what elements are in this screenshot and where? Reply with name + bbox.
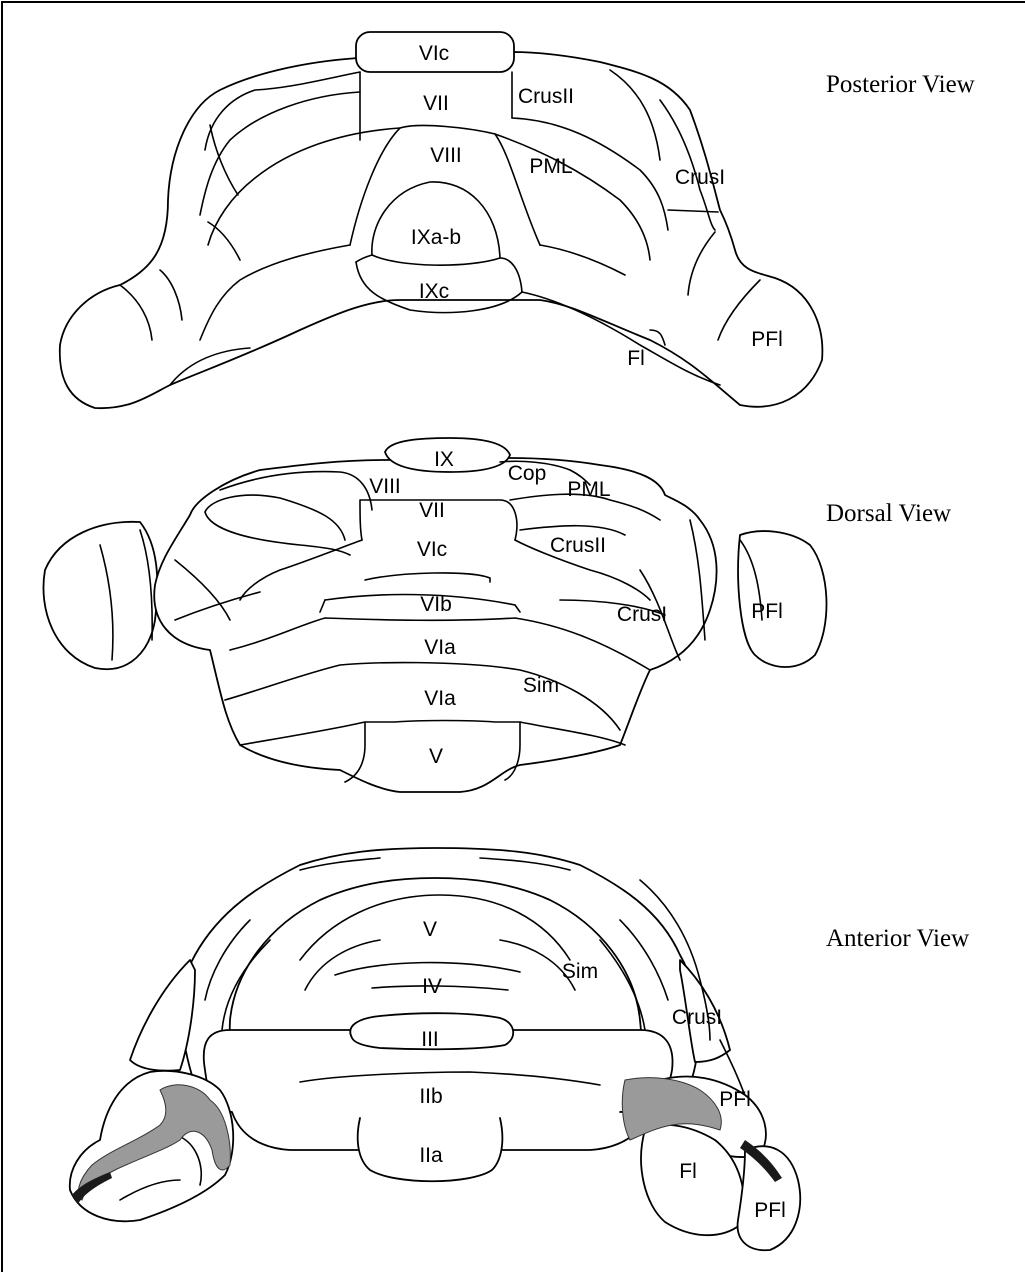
label-dorsal-crusi: CrusI <box>617 603 667 626</box>
label-dorsal-viii: VIII <box>369 475 401 498</box>
anterior-view-title: Anterior View <box>826 925 969 952</box>
label-dorsal-vib: VIb <box>420 593 452 616</box>
label-posterior-ixc: IXc <box>419 280 449 303</box>
label-dorsal-via-lower: VIa <box>424 687 456 710</box>
label-dorsal-vic: VIc <box>417 538 447 561</box>
label-anterior-iib: IIb <box>419 1085 442 1108</box>
label-posterior-pml: PML <box>529 155 572 178</box>
label-posterior-pfl: PFl <box>751 328 783 351</box>
label-dorsal-cop: Cop <box>508 462 547 485</box>
label-dorsal-ix: IX <box>434 448 454 471</box>
label-posterior-viii: VIII <box>430 144 462 167</box>
label-posterior-ixab: IXa-b <box>411 226 461 249</box>
label-anterior-pfl-upper: PFl <box>719 1088 751 1111</box>
label-dorsal-vii: VII <box>419 499 445 522</box>
label-anterior-sim: Sim <box>562 960 598 983</box>
label-posterior-vii: VII <box>423 92 449 115</box>
dorsal-left-pfl <box>43 522 157 669</box>
label-anterior-iv: IV <box>422 975 442 998</box>
label-anterior-v: V <box>423 918 437 941</box>
label-dorsal-pfl: PFl <box>751 600 783 623</box>
label-anterior-fl: Fl <box>679 1160 697 1183</box>
label-dorsal-sim: Sim <box>523 674 559 697</box>
label-anterior-iii: III <box>421 1028 439 1051</box>
label-dorsal-crusii: CrusII <box>550 534 606 557</box>
label-anterior-iia: IIa <box>419 1144 443 1167</box>
label-dorsal-pml: PML <box>567 478 610 501</box>
posterior-view: VIc VII CrusII VIII PML CrusI IXa-b IXc … <box>60 32 975 408</box>
label-posterior-vic: VIc <box>419 42 449 65</box>
label-posterior-crusii: CrusII <box>518 85 574 108</box>
posterior-view-title: Posterior View <box>826 71 975 98</box>
label-anterior-crusi: CrusI <box>672 1006 722 1029</box>
label-posterior-fl: Fl <box>627 347 645 370</box>
anterior-left-fin <box>130 960 195 1071</box>
label-dorsal-via-upper: VIa <box>424 636 456 659</box>
anterior-view: V Sim IV CrusI III IIb PFl IIa Fl PFl An… <box>70 848 969 1250</box>
dorsal-view-title: Dorsal View <box>826 500 951 527</box>
dorsal-view: IX Cop VIII PML VII VIc CrusII VIb CrusI… <box>43 438 951 792</box>
label-dorsal-v: V <box>429 745 443 768</box>
label-posterior-crusi: CrusI <box>675 166 725 189</box>
label-anterior-pfl-lower: PFl <box>754 1199 786 1222</box>
